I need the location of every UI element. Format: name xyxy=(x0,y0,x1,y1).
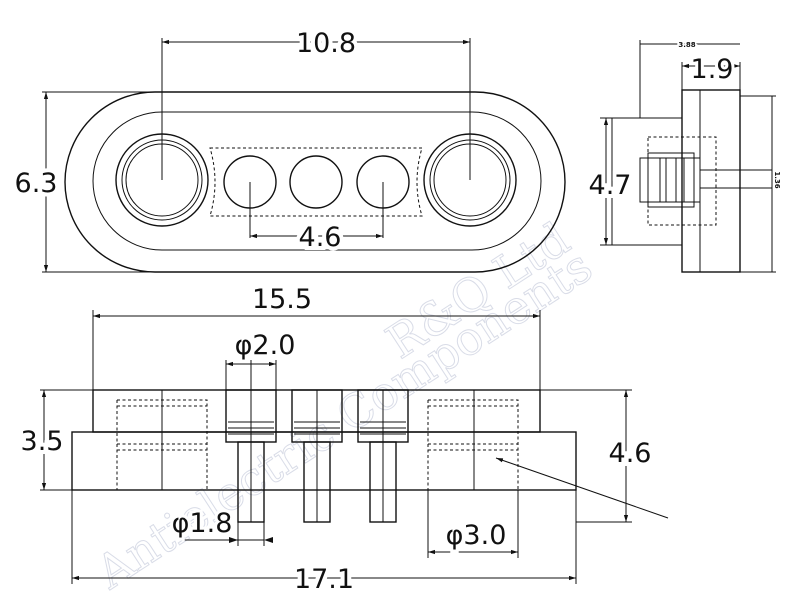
leader-line xyxy=(495,457,669,519)
top-view: 10.8 6.3 4.6 xyxy=(11,24,566,273)
pin-2 xyxy=(291,389,343,523)
pin-3 xyxy=(357,389,409,523)
right-post-outline xyxy=(427,390,519,490)
dimension-left-height: 3.5 xyxy=(21,426,64,457)
dimension-tab-width: 1.9 xyxy=(691,54,734,85)
front-view: 15.5 φ2.0 3.5 4.6 φ1.8 φ3.0 1 xyxy=(17,284,669,599)
dimension-pin-pitch: 4.6 xyxy=(299,222,342,253)
side-view: 4.7 1.9 3.88 1.36 xyxy=(585,40,783,273)
dimension-height: 6.3 xyxy=(15,168,58,199)
dimension-length-c2c: 10.8 xyxy=(296,28,356,59)
pin-hole-2 xyxy=(289,155,343,209)
top-view-center-window xyxy=(209,147,423,217)
side-view-pin xyxy=(639,136,773,226)
dimension-post-dia: φ3.0 xyxy=(446,520,507,551)
dimension-top-width: 15.5 xyxy=(252,284,312,315)
dimension-side-height: 4.7 xyxy=(589,170,632,201)
side-view-body xyxy=(681,89,741,273)
dimension-right-height: 4.6 xyxy=(609,438,652,469)
dimension-small-top: 3.88 xyxy=(678,41,695,49)
dimension-pin-dia: φ1.8 xyxy=(172,508,233,539)
top-view-inner-outline xyxy=(92,111,542,251)
top-view-outer-outline xyxy=(64,91,566,273)
dimension-total-width: 17.1 xyxy=(294,564,354,595)
side-view-tab xyxy=(611,117,683,246)
left-post-outline xyxy=(116,390,208,490)
dimension-small-right: 1.36 xyxy=(773,171,781,188)
dimension-pin-head-dia: φ2.0 xyxy=(235,330,296,361)
watermark-tagline: Antielectric Components xyxy=(86,239,602,600)
pin-1 xyxy=(225,360,277,523)
